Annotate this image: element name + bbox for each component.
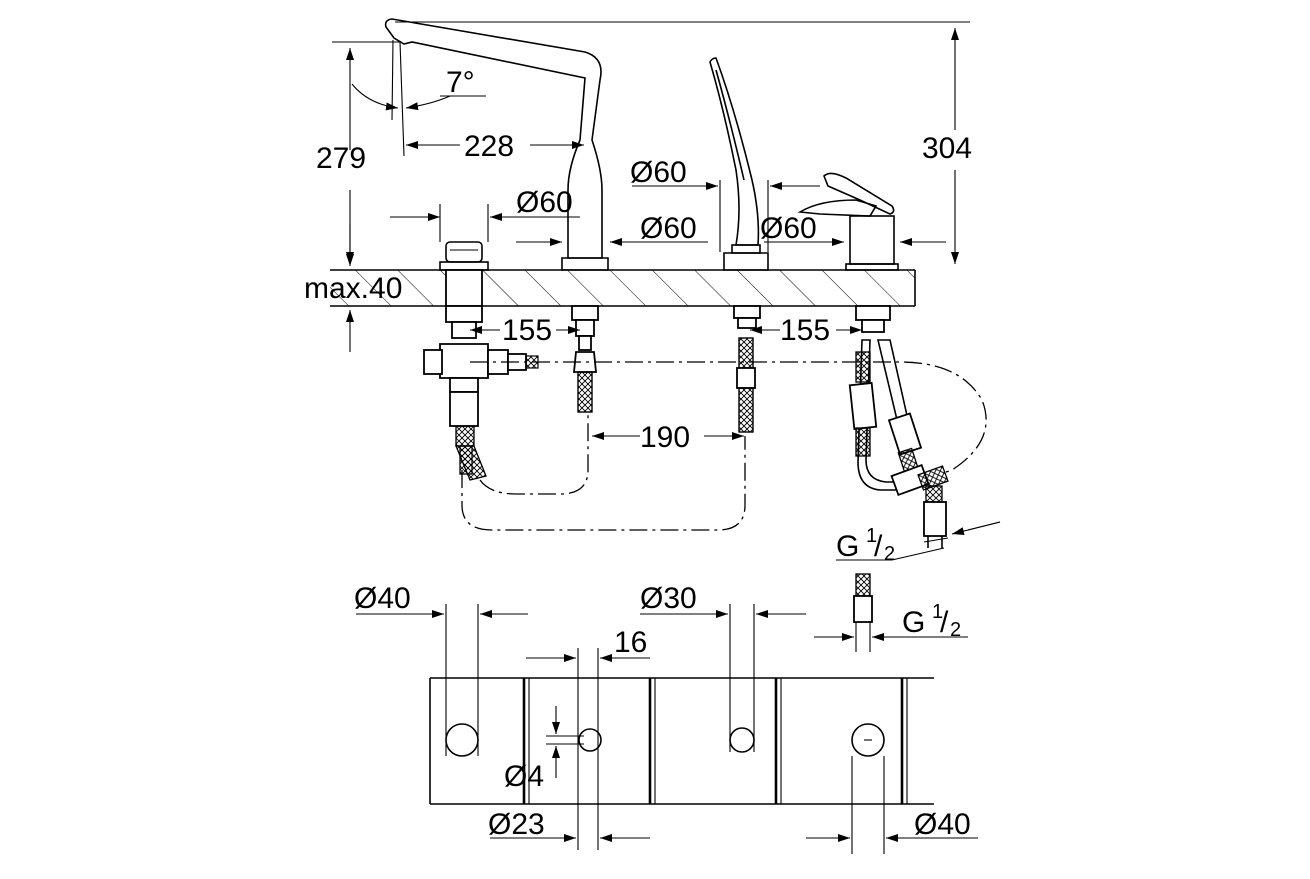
dim-thread-upper-den: 2	[884, 543, 895, 565]
dim-hole-23: Ø23	[488, 808, 545, 841]
dim-thread-upper-num: 1	[866, 525, 877, 547]
diverter-valve	[423, 241, 539, 481]
hose-connector-detail	[853, 573, 873, 652]
dim-thread-lower-num: 1	[932, 601, 943, 623]
dim-thread-lower-g: G	[902, 606, 925, 639]
dim-thread-lower-slash: /	[940, 606, 949, 639]
hole-layout-plan	[429, 677, 934, 805]
hand-shower	[709, 57, 769, 433]
dim-hole-4: Ø4	[504, 760, 544, 793]
dim-hole-40-right: Ø40	[914, 808, 971, 841]
dim-dia-60-d: Ø60	[760, 212, 817, 245]
dim-dia-60-a: Ø60	[516, 186, 573, 219]
deck-section	[330, 269, 916, 307]
dim-hole-30: Ø30	[640, 582, 697, 615]
dim-spacing-155-left: 155	[502, 314, 552, 347]
dim-angle: 7°	[446, 66, 475, 99]
hose-routing-lines	[461, 361, 987, 531]
dim-dia-60-c: Ø60	[630, 156, 687, 189]
dim-dia-60-b: Ø60	[640, 212, 697, 245]
mixer-valve	[797, 172, 949, 548]
spout	[384, 18, 609, 413]
dim-spout-height: 279	[316, 142, 366, 175]
dim-hole-40-left: Ø40	[354, 582, 411, 615]
dim-spacing-190: 190	[640, 421, 690, 454]
dim-spout-reach: 228	[464, 130, 514, 163]
dim-thread-lower-den: 2	[950, 619, 961, 641]
dim-thread-upper-slash: /	[874, 530, 883, 563]
dim-spacing-155-right: 155	[780, 314, 830, 347]
dim-max-deck: max.40	[304, 272, 402, 305]
dim-hole-16: 16	[614, 626, 647, 659]
dim-total-height: 304	[922, 132, 972, 165]
dim-thread-upper-g: G	[836, 530, 859, 563]
